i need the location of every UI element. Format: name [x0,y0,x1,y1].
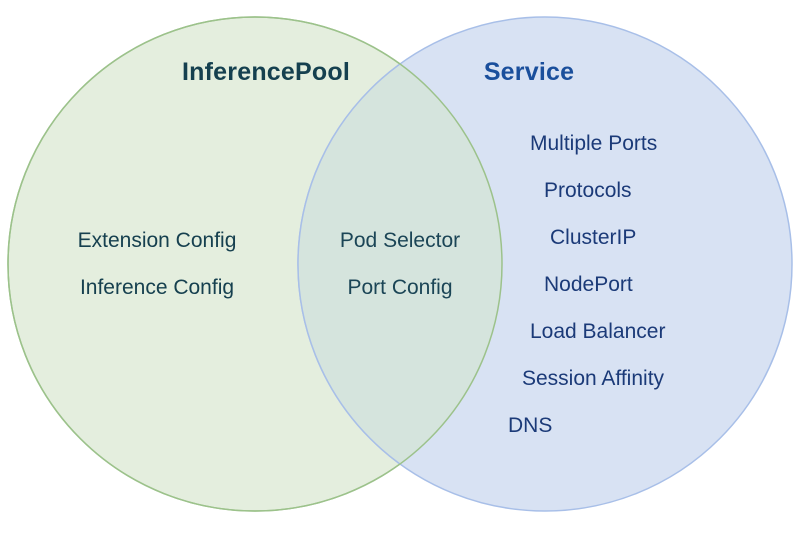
list-item: Session Affinity [522,367,665,390]
list-item: Protocols [544,179,632,202]
list-item: Port Config [347,276,453,299]
list-item: DNS [508,414,553,437]
list-item: Inference Config [79,276,235,299]
set-title-service: Service [483,58,575,86]
item-list-intersection: Pod Selector Port Config [340,230,460,298]
set-title-inference-pool: InferencePool [182,58,350,86]
item-list-service: Multiple Ports Protocols ClusterIP NodeP… [500,133,665,436]
list-item: ClusterIP [550,226,637,249]
item-list-inference-pool: Extension Config Inference Config [78,230,237,298]
list-item: Multiple Ports [530,132,658,155]
list-item: Extension Config [77,229,237,252]
circle-intersection [297,17,502,511]
list-item: Load Balancer [530,320,666,343]
circle-inference-pool-outline [7,16,503,512]
list-item: NodePort [544,273,633,296]
list-item: Pod Selector [339,229,461,252]
